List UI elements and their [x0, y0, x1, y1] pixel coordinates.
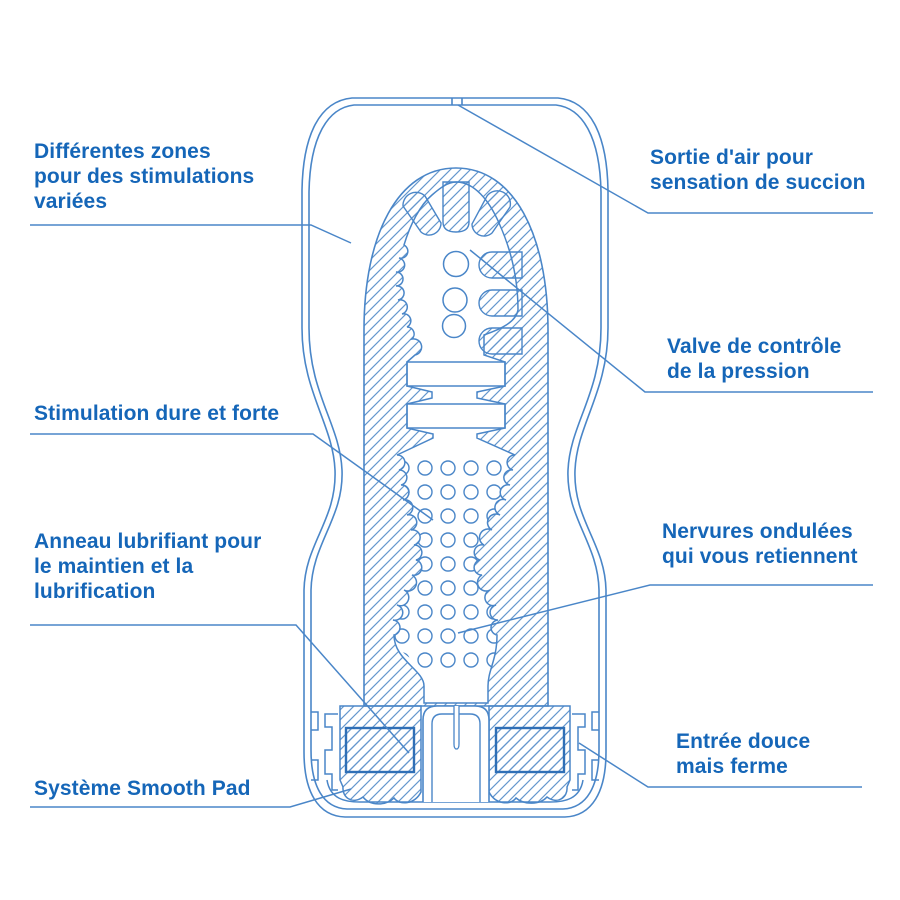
leader-anneau [30, 624, 410, 754]
valve-ring-1 [406, 361, 506, 387]
callout-zones: Différentes zones pour des stimulations … [34, 139, 254, 214]
upper-right-finger [471, 190, 512, 237]
inner-channel-outline [392, 181, 519, 704]
callout-valve-line: de la pression [667, 360, 810, 383]
entry-slit [453, 706, 460, 750]
callout-anneau-line: le maintien et la [34, 555, 194, 578]
callout-entry: Entrée douce mais ferme [676, 729, 810, 779]
smooth-pad-block-right [494, 726, 566, 774]
base-left-clip [311, 711, 338, 791]
callout-zones-line: variées [34, 190, 108, 213]
base-right-clip [572, 711, 599, 791]
leader-entree [578, 742, 862, 788]
leader-valve [469, 249, 873, 393]
callout-air-line: Sortie d'air pour [650, 146, 814, 169]
callout-anneau-line: lubrification [34, 580, 156, 603]
callout-zones-line: pour des stimulations [34, 165, 255, 188]
callout-stimulation: Stimulation dure et forte [34, 401, 279, 426]
valve-hole-3 [441, 313, 467, 339]
callout-anneau-line: Anneau lubrifiant pour [34, 530, 262, 553]
right-finger-2 [478, 289, 523, 317]
callout-air-line: sensation de succion [650, 171, 866, 194]
entry-tube [422, 705, 490, 802]
valve-hole-1 [442, 250, 470, 278]
callout-smooth-line: Système Smooth Pad [34, 777, 251, 800]
valve-ring-2 [406, 403, 506, 429]
callout-lubricant-ring: Anneau lubrifiant pour le maintien et la… [34, 529, 261, 604]
upper-left-finger [402, 191, 442, 236]
dotted-texture-zone [393, 454, 515, 668]
callout-smooth-pad: Système Smooth Pad [34, 776, 251, 801]
callout-stim-line: Stimulation dure et forte [34, 402, 280, 425]
leader-air [457, 104, 873, 214]
valve-hole-2 [442, 287, 468, 313]
smooth-pad-blocks [344, 726, 566, 774]
leader-stim [30, 433, 434, 521]
callout-ribs: Nervures ondulées qui vous retiennent [662, 519, 858, 569]
leader-nervures [457, 584, 873, 634]
smooth-pad-block-left [344, 726, 416, 774]
shell-inner-line [308, 104, 602, 810]
right-finger-3 [478, 327, 523, 355]
callout-entree-line: Entrée douce [676, 730, 811, 753]
callout-pressure-valve: Valve de contrôle de la pression [667, 334, 841, 384]
top-center-tongue [442, 181, 470, 233]
air-hole [451, 98, 463, 105]
callout-nervures-line: Nervures ondulées [662, 520, 853, 543]
leader-smooth [30, 788, 352, 808]
pressure-valve [406, 250, 506, 429]
callout-zones-line: Différentes zones [34, 140, 211, 163]
callout-air-outlet: Sortie d'air pour sensation de succion [650, 145, 866, 195]
leader-zones [30, 224, 352, 244]
callout-entree-line: mais ferme [676, 755, 788, 778]
callout-nervures-line: qui vous retiennent [662, 545, 858, 568]
leader-lines [30, 104, 873, 808]
callout-valve-line: Valve de contrôle [667, 335, 842, 358]
